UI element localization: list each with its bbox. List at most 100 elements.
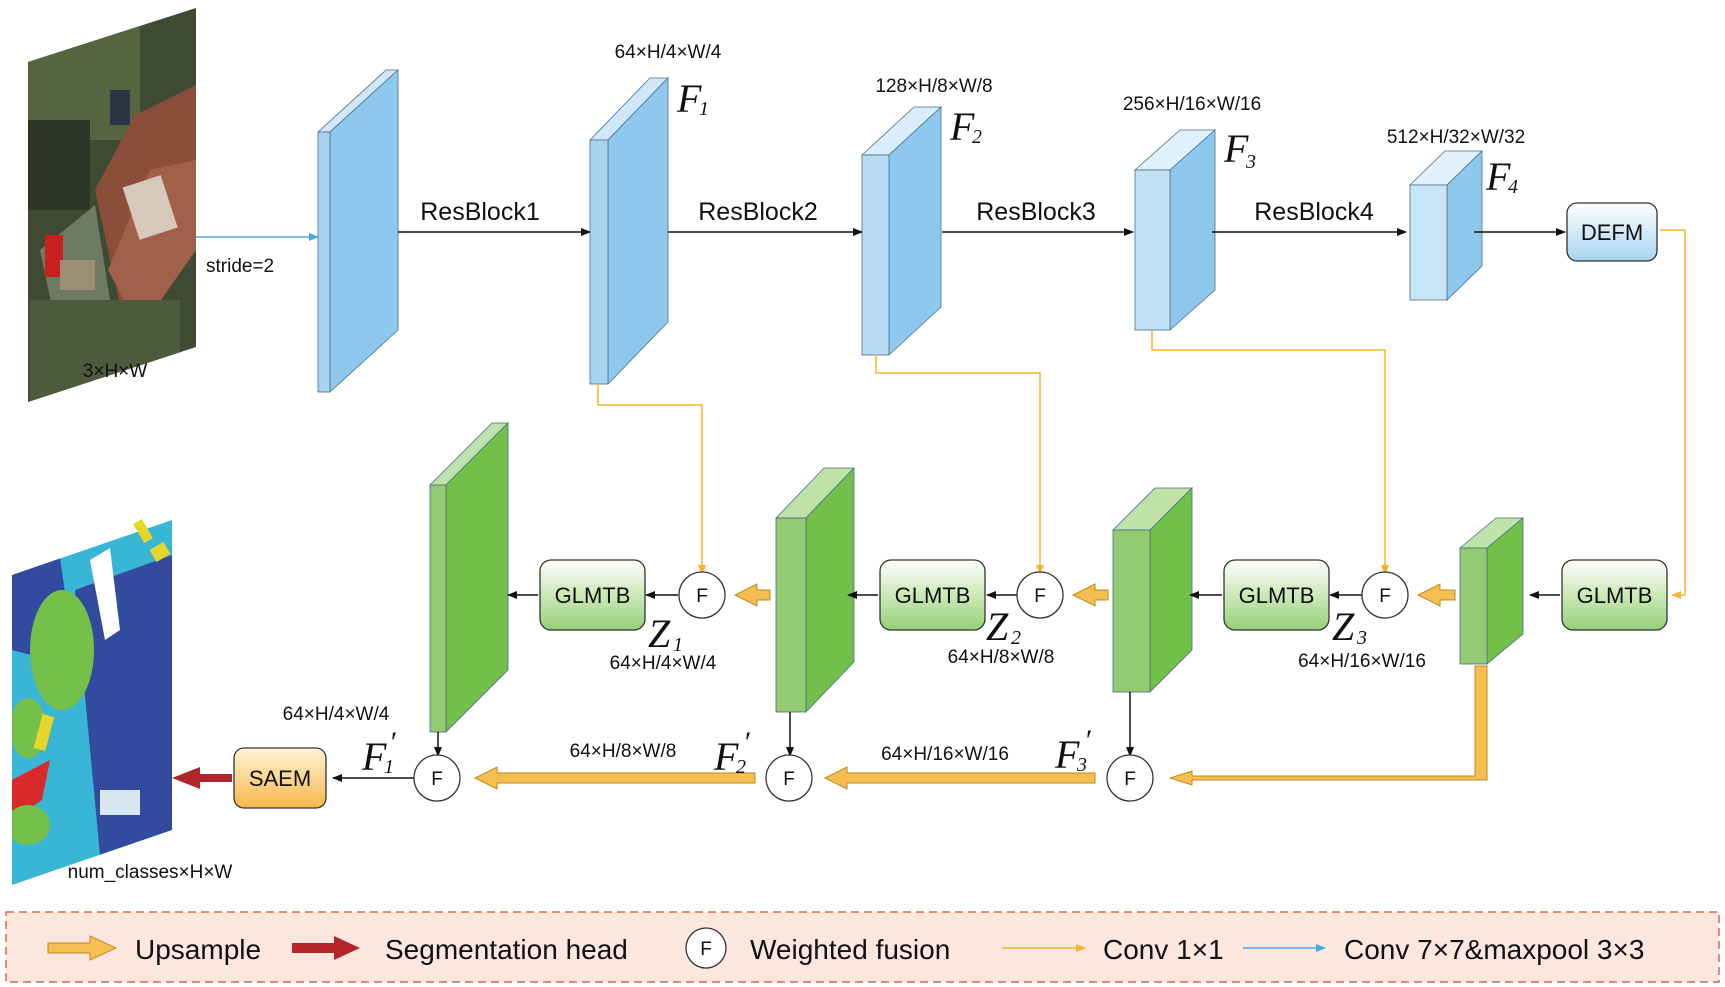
f3-conv-line	[1151, 330, 1389, 575]
output-size-label: num_classes×H×W	[68, 862, 233, 883]
glmtb-3-box	[1223, 559, 1330, 631]
input-image	[28, 8, 196, 402]
f2-sub: 2	[972, 126, 982, 148]
f3-feature-block	[1133, 129, 1217, 331]
f1p-sub: 1	[384, 756, 394, 778]
z3-symbol: Z	[1332, 604, 1355, 649]
f4-feature-block	[1409, 150, 1483, 301]
f1p-symbol: F	[361, 734, 387, 779]
z1-symbol: Z	[648, 611, 671, 656]
z2-sub: 2	[1011, 627, 1021, 649]
decoder-block-2	[775, 467, 855, 713]
input-conv-block	[316, 69, 400, 393]
f3p-dims: 64×H/16×W/16	[881, 744, 1009, 765]
glmtb-4-label: GLMTB	[1577, 583, 1653, 608]
f1p-prime: ′	[389, 726, 396, 759]
defm-to-glmtb-line	[1660, 229, 1686, 599]
resblock3-label: ResBlock3	[976, 198, 1096, 226]
saem-label: SAEM	[249, 766, 311, 791]
resblock4-label: ResBlock4	[1254, 198, 1374, 226]
fusion-f1p: F	[413, 754, 461, 802]
f2-dims: 128×H/8×W/8	[875, 76, 992, 97]
legend-conv1-label: Conv 1×1	[1103, 934, 1224, 965]
f1p-dims: 64×H/4×W/4	[283, 704, 390, 725]
f3p-symbol: F	[1054, 732, 1080, 777]
f1-dims: 64×H/4×W/4	[615, 42, 722, 63]
fusion-f2p: F	[765, 754, 813, 802]
z3-dims: 64×H/16×W/16	[1298, 651, 1426, 672]
f2-conv-line	[875, 354, 1044, 575]
f2p-dims: 64×H/8×W/8	[570, 741, 677, 762]
z1-dims: 64×H/4×W/4	[610, 653, 717, 674]
upsample-arrow-z3	[1416, 583, 1456, 607]
fusion-f3p-circle	[1106, 754, 1154, 802]
fusion-z1-glyph: F	[696, 586, 708, 607]
f1-sub: 1	[699, 98, 709, 120]
legend-conv7-label: Conv 7×7&maxpool 3×3	[1344, 934, 1644, 965]
f1-conv-line	[597, 383, 706, 575]
f2p-sub: 2	[736, 756, 746, 778]
upsample-l-arrow	[1168, 665, 1488, 786]
segmentation-head-arrow	[172, 767, 232, 789]
f4-sub: 4	[1508, 176, 1518, 198]
resblock1-label: ResBlock1	[420, 198, 540, 226]
f2-symbol: F	[949, 104, 975, 149]
fusion-f2p-glyph: F	[783, 769, 795, 790]
legend-upsample-icon	[47, 935, 118, 961]
glmtb-4: GLMTB	[1561, 559, 1668, 631]
z2-dims: 64×H/8×W/8	[948, 647, 1055, 668]
legend-fusion-glyph: F	[700, 939, 712, 960]
defm-label: DEFM	[1581, 220, 1643, 245]
resblock2-label: ResBlock2	[698, 198, 818, 226]
glmtb-2-label: GLMTB	[895, 583, 971, 608]
fusion-z3-circle	[1361, 571, 1409, 619]
glmtb-2: GLMTB	[879, 559, 986, 631]
glmtb-1-label: GLMTB	[555, 583, 631, 608]
upsample-arrow-z1	[733, 583, 771, 607]
z2-symbol: Z	[986, 604, 1009, 649]
glmtb-2-box	[879, 559, 986, 631]
legend: Upsample Segmentation head F Weighted fu…	[5, 911, 1720, 983]
input-size-label: 3×H×W	[83, 361, 147, 382]
defm-box	[1566, 202, 1658, 262]
fusion-f3p: F	[1106, 754, 1154, 802]
glmtb-3: GLMTB	[1223, 559, 1330, 631]
glmtb-1-box	[539, 559, 646, 631]
f1-symbol: F	[676, 76, 702, 121]
fusion-f1p-circle	[413, 754, 461, 802]
legend-fusion-icon	[685, 927, 727, 969]
f4-symbol: F	[1485, 154, 1511, 199]
f3p-sub: 3	[1076, 754, 1087, 776]
fusion-z3: F	[1361, 571, 1409, 619]
upsample-arrow-f2p	[473, 766, 756, 790]
legend-box	[5, 911, 1720, 983]
output-segmentation-map	[12, 520, 172, 885]
decoder-block-1	[429, 422, 509, 733]
fusion-z2-glyph: F	[1034, 586, 1046, 607]
f2p-symbol: F	[713, 734, 739, 779]
f1-feature-block	[589, 77, 669, 385]
fusion-z1: F	[678, 571, 726, 619]
f3-symbol: F	[1223, 126, 1249, 171]
fusion-f1p-glyph: F	[431, 769, 443, 790]
z3-sub: 3	[1356, 627, 1367, 649]
f3-dims: 256×H/16×W/16	[1123, 94, 1261, 115]
fusion-z1-circle	[678, 571, 726, 619]
saem-box	[233, 747, 327, 809]
fusion-z2-circle	[1016, 571, 1064, 619]
z1-sub: 1	[673, 634, 683, 656]
upsample-arrow-f3p	[823, 766, 1096, 790]
glmtb-3-label: GLMTB	[1239, 583, 1315, 608]
legend-upsample-label: Upsample	[135, 934, 261, 965]
legend-fusion-label: Weighted fusion	[750, 934, 950, 965]
f2p-prime: ′	[743, 726, 750, 759]
fusion-z3-glyph: F	[1379, 586, 1391, 607]
legend-seg-head-icon	[292, 936, 360, 960]
upsample-arrow-z2	[1071, 583, 1109, 607]
legend-seg-head-label: Segmentation head	[385, 934, 628, 965]
stride-label: stride=2	[206, 256, 274, 277]
fusion-f2p-circle	[765, 754, 813, 802]
fusion-z2: F	[1016, 571, 1064, 619]
f3-sub: 3	[1245, 151, 1256, 173]
